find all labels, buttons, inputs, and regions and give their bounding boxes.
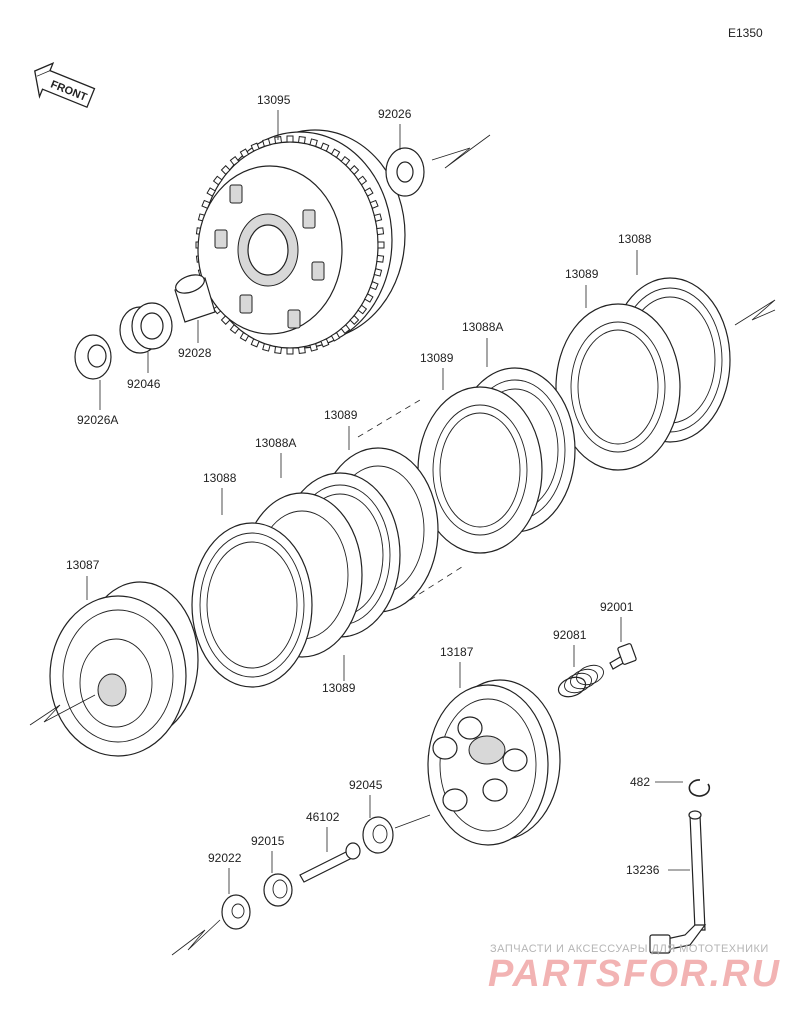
- gear-tooth: [220, 165, 231, 175]
- gear-tooth: [250, 338, 260, 348]
- release-shaft-13236: [649, 810, 707, 954]
- gear-tooth: [262, 138, 271, 147]
- gear-tooth: [286, 347, 294, 355]
- gear-tooth: [309, 343, 318, 352]
- gear-tooth: [364, 187, 374, 197]
- label-13089-bottom: 13089: [322, 681, 356, 695]
- washer-92022: [221, 894, 251, 930]
- bolt-92001: [609, 643, 637, 670]
- needle-bearing-92046: [119, 302, 173, 354]
- label-13088-top: 13088: [618, 232, 652, 246]
- label-92022: 92022: [208, 851, 242, 865]
- circlip-482: [688, 779, 711, 797]
- gear-tooth: [229, 155, 240, 166]
- label-13087: 13087: [66, 558, 100, 572]
- label-92028: 92028: [178, 346, 212, 360]
- friction-plate-13088-left: [191, 522, 313, 688]
- label-92046: 92046: [127, 377, 161, 391]
- ball-bearing-92045: [362, 816, 394, 854]
- label-13088-left: 13088: [203, 471, 237, 485]
- gear-tooth: [364, 293, 374, 303]
- label-92026A: 92026A: [77, 413, 118, 427]
- nut-92015: [263, 873, 293, 907]
- gear-tooth: [250, 142, 260, 152]
- label-92045: 92045: [349, 778, 383, 792]
- gear-tooth: [377, 241, 385, 249]
- steel-plate-13089-mid: [417, 386, 543, 554]
- label-482: 482: [630, 775, 650, 789]
- gear-tooth: [239, 332, 250, 342]
- gear-tooth: [357, 175, 368, 186]
- watermark-tagline: ЗАПЧАСТИ И АКСЕССУАРЫ ДЛЯ МОТОТЕХНИКИ: [490, 943, 769, 955]
- gear-tooth: [349, 165, 360, 175]
- watermark-brand: PARTSFOR.RU: [488, 953, 781, 995]
- gear-tooth: [212, 175, 223, 186]
- spring-92081: [557, 664, 604, 698]
- gear-tooth: [320, 338, 330, 348]
- gear-tooth: [376, 254, 385, 263]
- gear-tooth: [297, 135, 306, 144]
- gear-tooth: [376, 227, 385, 236]
- gear-tooth: [286, 135, 294, 143]
- label-13089-center: 13089: [324, 408, 358, 422]
- gear-tooth: [340, 155, 351, 166]
- label-13089-top: 13089: [565, 267, 599, 281]
- gear-tooth: [297, 346, 306, 355]
- label-13187: 13187: [440, 645, 474, 659]
- gear-tooth: [320, 142, 330, 152]
- sleeve-92028: [174, 274, 216, 323]
- gear-tooth: [357, 304, 368, 315]
- gear-tooth: [349, 315, 360, 325]
- diagram-code: E1350: [728, 26, 763, 40]
- label-13088A-left: 13088A: [255, 436, 296, 450]
- label-13236: 13236: [626, 863, 660, 877]
- gear-tooth: [373, 213, 383, 222]
- gear-tooth: [262, 343, 271, 352]
- gear-tooth: [330, 148, 341, 158]
- gear-tooth: [330, 332, 341, 342]
- pushrod-46102: [299, 842, 361, 883]
- gear-tooth: [229, 324, 240, 335]
- washer-92026: [385, 147, 425, 197]
- label-13089-mid: 13089: [420, 351, 454, 365]
- front-arrow-icon: FRONT: [34, 62, 96, 109]
- label-13095: 13095: [257, 93, 291, 107]
- gear-tooth: [373, 268, 383, 277]
- label-92081: 92081: [553, 628, 587, 642]
- clutch-housing-13095: [195, 129, 406, 355]
- label-13088A-mid: 13088A: [462, 320, 503, 334]
- label-46102: 46102: [306, 810, 340, 824]
- label-92026: 92026: [378, 107, 412, 121]
- steel-plate-13089-top: [555, 303, 681, 471]
- gear-tooth: [274, 346, 283, 355]
- gear-tooth: [309, 138, 318, 147]
- pressure-plate-13187: [427, 679, 561, 846]
- gear-tooth: [206, 187, 216, 197]
- gear-tooth: [340, 324, 351, 335]
- gear-tooth: [369, 281, 379, 291]
- gear-tooth: [369, 199, 379, 209]
- label-92001: 92001: [600, 600, 634, 614]
- clutch-hub-13087: [49, 581, 199, 757]
- label-92015: 92015: [251, 834, 285, 848]
- washer-92026A: [74, 334, 112, 380]
- gear-tooth: [239, 148, 250, 158]
